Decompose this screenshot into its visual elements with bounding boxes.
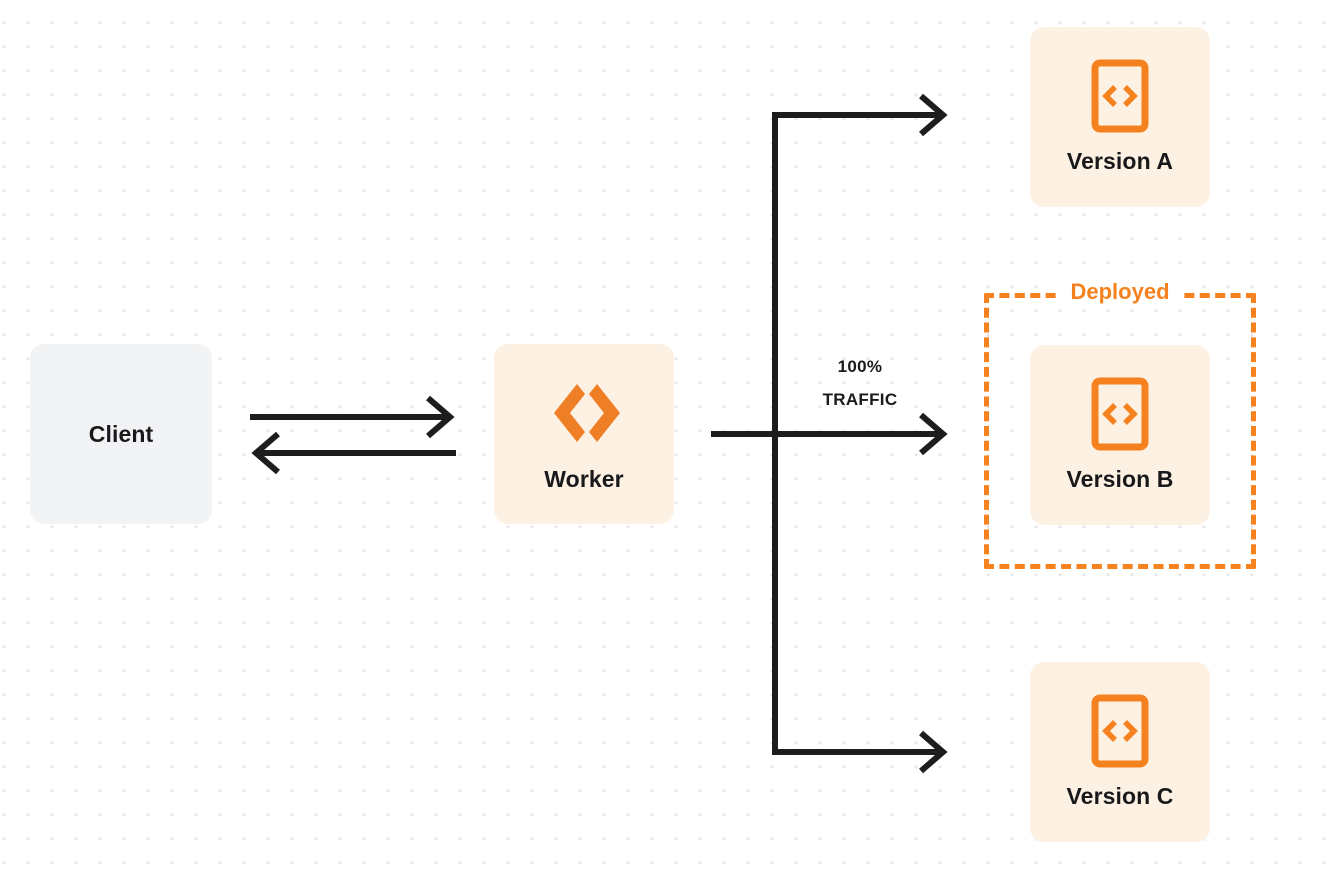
traffic-percent: 100%	[837, 357, 883, 376]
deployed-group-label: Deployed	[1058, 281, 1182, 303]
node-version-a-label: Version A	[1066, 148, 1174, 174]
node-worker[interactable]: Worker	[494, 344, 674, 524]
node-version-c-label: Version C	[1066, 783, 1174, 809]
node-version-c[interactable]: Version C	[1030, 662, 1210, 842]
edge-client-to-worker	[250, 395, 455, 439]
edge-worker-to-version-a	[772, 93, 948, 137]
node-client[interactable]: Client	[30, 344, 212, 524]
code-brackets-icon	[1091, 377, 1149, 451]
code-brackets-icon	[1091, 59, 1149, 133]
node-version-b-label: Version B	[1066, 466, 1174, 492]
edge-worker-to-version-b	[711, 412, 948, 456]
deployed-group-boundary: Deployed	[984, 281, 1256, 569]
edge-worker-to-version-c	[772, 730, 948, 774]
node-worker-label: Worker	[544, 465, 624, 492]
traffic-label: 100% TRAFFIC	[790, 350, 930, 416]
node-version-b[interactable]: Version B	[1030, 345, 1210, 525]
node-version-a[interactable]: Version A	[1030, 27, 1210, 207]
code-brackets-icon	[1091, 694, 1149, 768]
node-client-label: Client	[88, 420, 154, 447]
traffic-caption: TRAFFIC	[822, 390, 898, 410]
edge-worker-to-client	[251, 431, 456, 475]
cloudflare-workers-logo-icon	[547, 376, 621, 450]
